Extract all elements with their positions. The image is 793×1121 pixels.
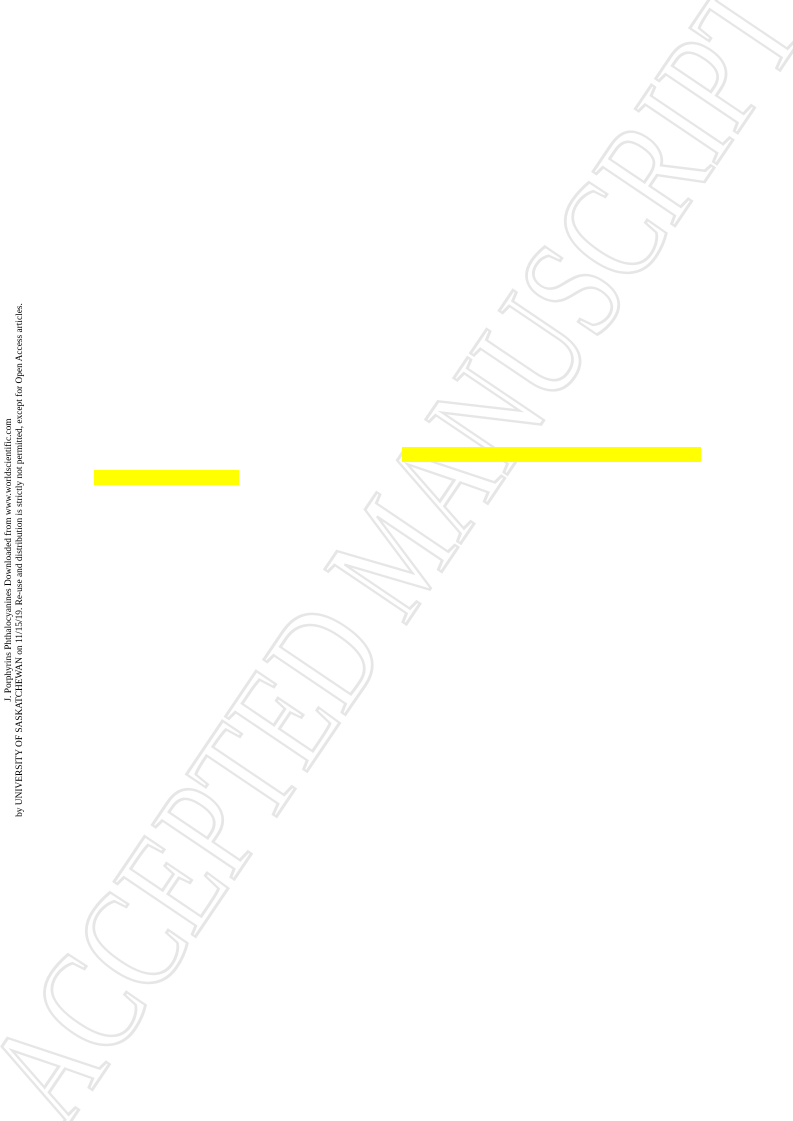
yellow-highlight-bar xyxy=(402,447,701,462)
download-notice-line-1: J. Porphyrins Phthalocyanines Downloaded… xyxy=(4,418,14,702)
download-notice: J. Porphyrins Phthalocyanines Downloaded… xyxy=(4,265,26,855)
download-notice-line-2: by UNIVERSITY OF SASKATCHEWAN on 11/15/1… xyxy=(15,303,25,817)
yellow-highlight-bar xyxy=(94,470,239,485)
